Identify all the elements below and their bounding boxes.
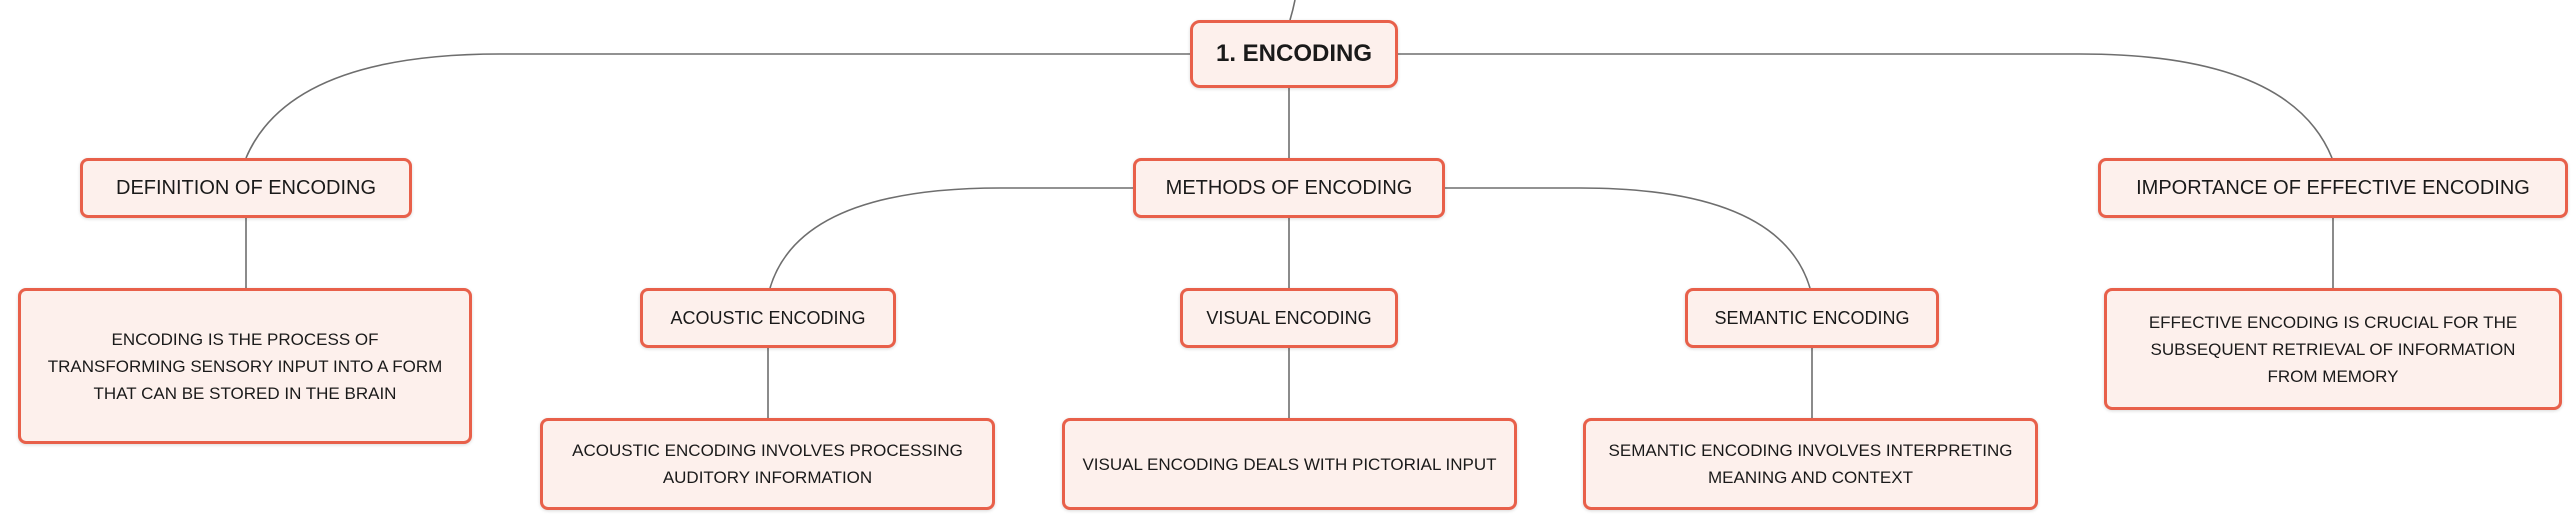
node-visual-encoding[interactable]: VISUAL ENCODING [1180, 288, 1398, 348]
node-importance-detail[interactable]: EFFECTIVE ENCODING IS CRUCIAL FOR THE SU… [2104, 288, 2562, 410]
node-methods-of-encoding[interactable]: METHODS OF ENCODING [1133, 158, 1445, 218]
node-visual-encoding-label: VISUAL ENCODING [1206, 307, 1372, 328]
connector-methods-semantic [1445, 187, 1811, 289]
root-node[interactable]: 1. ENCODING [1190, 20, 1398, 88]
node-importance-detail-text: EFFECTIVE ENCODING IS CRUCIAL FOR THE SU… [2148, 312, 2518, 386]
node-definition-detail-text: ENCODING IS THE PROCESS OF TRANSFORMING … [47, 329, 443, 403]
connector-root-importance [1395, 53, 2333, 159]
connector-root-definition [245, 53, 1190, 159]
node-definition-detail[interactable]: ENCODING IS THE PROCESS OF TRANSFORMING … [18, 288, 472, 444]
node-acoustic-detail[interactable]: ACOUSTIC ENCODING INVOLVES PROCESSING AU… [540, 418, 995, 510]
node-semantic-detail-text: SEMANTIC ENCODING INVOLVES INTERPRETING … [1608, 441, 2013, 487]
node-methods-of-encoding-label: METHODS OF ENCODING [1165, 176, 1413, 199]
node-definition-of-encoding[interactable]: DEFINITION OF ENCODING [80, 158, 412, 218]
node-semantic-detail[interactable]: SEMANTIC ENCODING INVOLVES INTERPRETING … [1583, 418, 2038, 510]
node-semantic-encoding-label: SEMANTIC ENCODING [1714, 307, 1910, 328]
node-semantic-encoding[interactable]: SEMANTIC ENCODING [1685, 288, 1939, 348]
node-acoustic-detail-text: ACOUSTIC ENCODING INVOLVES PROCESSING AU… [572, 441, 963, 487]
root-node-label: 1. ENCODING [1215, 40, 1373, 67]
connector-methods-acoustic [769, 187, 1133, 289]
node-definition-of-encoding-label: DEFINITION OF ENCODING [116, 176, 376, 199]
connector-parent-root [1289, 0, 1296, 21]
node-visual-detail-text: VISUAL ENCODING DEALS WITH PICTORIAL INP… [1082, 454, 1497, 474]
node-visual-detail[interactable]: VISUAL ENCODING DEALS WITH PICTORIAL INP… [1062, 418, 1517, 510]
node-acoustic-encoding[interactable]: ACOUSTIC ENCODING [640, 288, 896, 348]
node-importance-of-effective-encoding[interactable]: IMPORTANCE OF EFFECTIVE ENCODING [2098, 158, 2568, 218]
node-acoustic-encoding-label: ACOUSTIC ENCODING [670, 307, 866, 328]
node-importance-of-effective-encoding-label: IMPORTANCE OF EFFECTIVE ENCODING [2136, 176, 2530, 199]
